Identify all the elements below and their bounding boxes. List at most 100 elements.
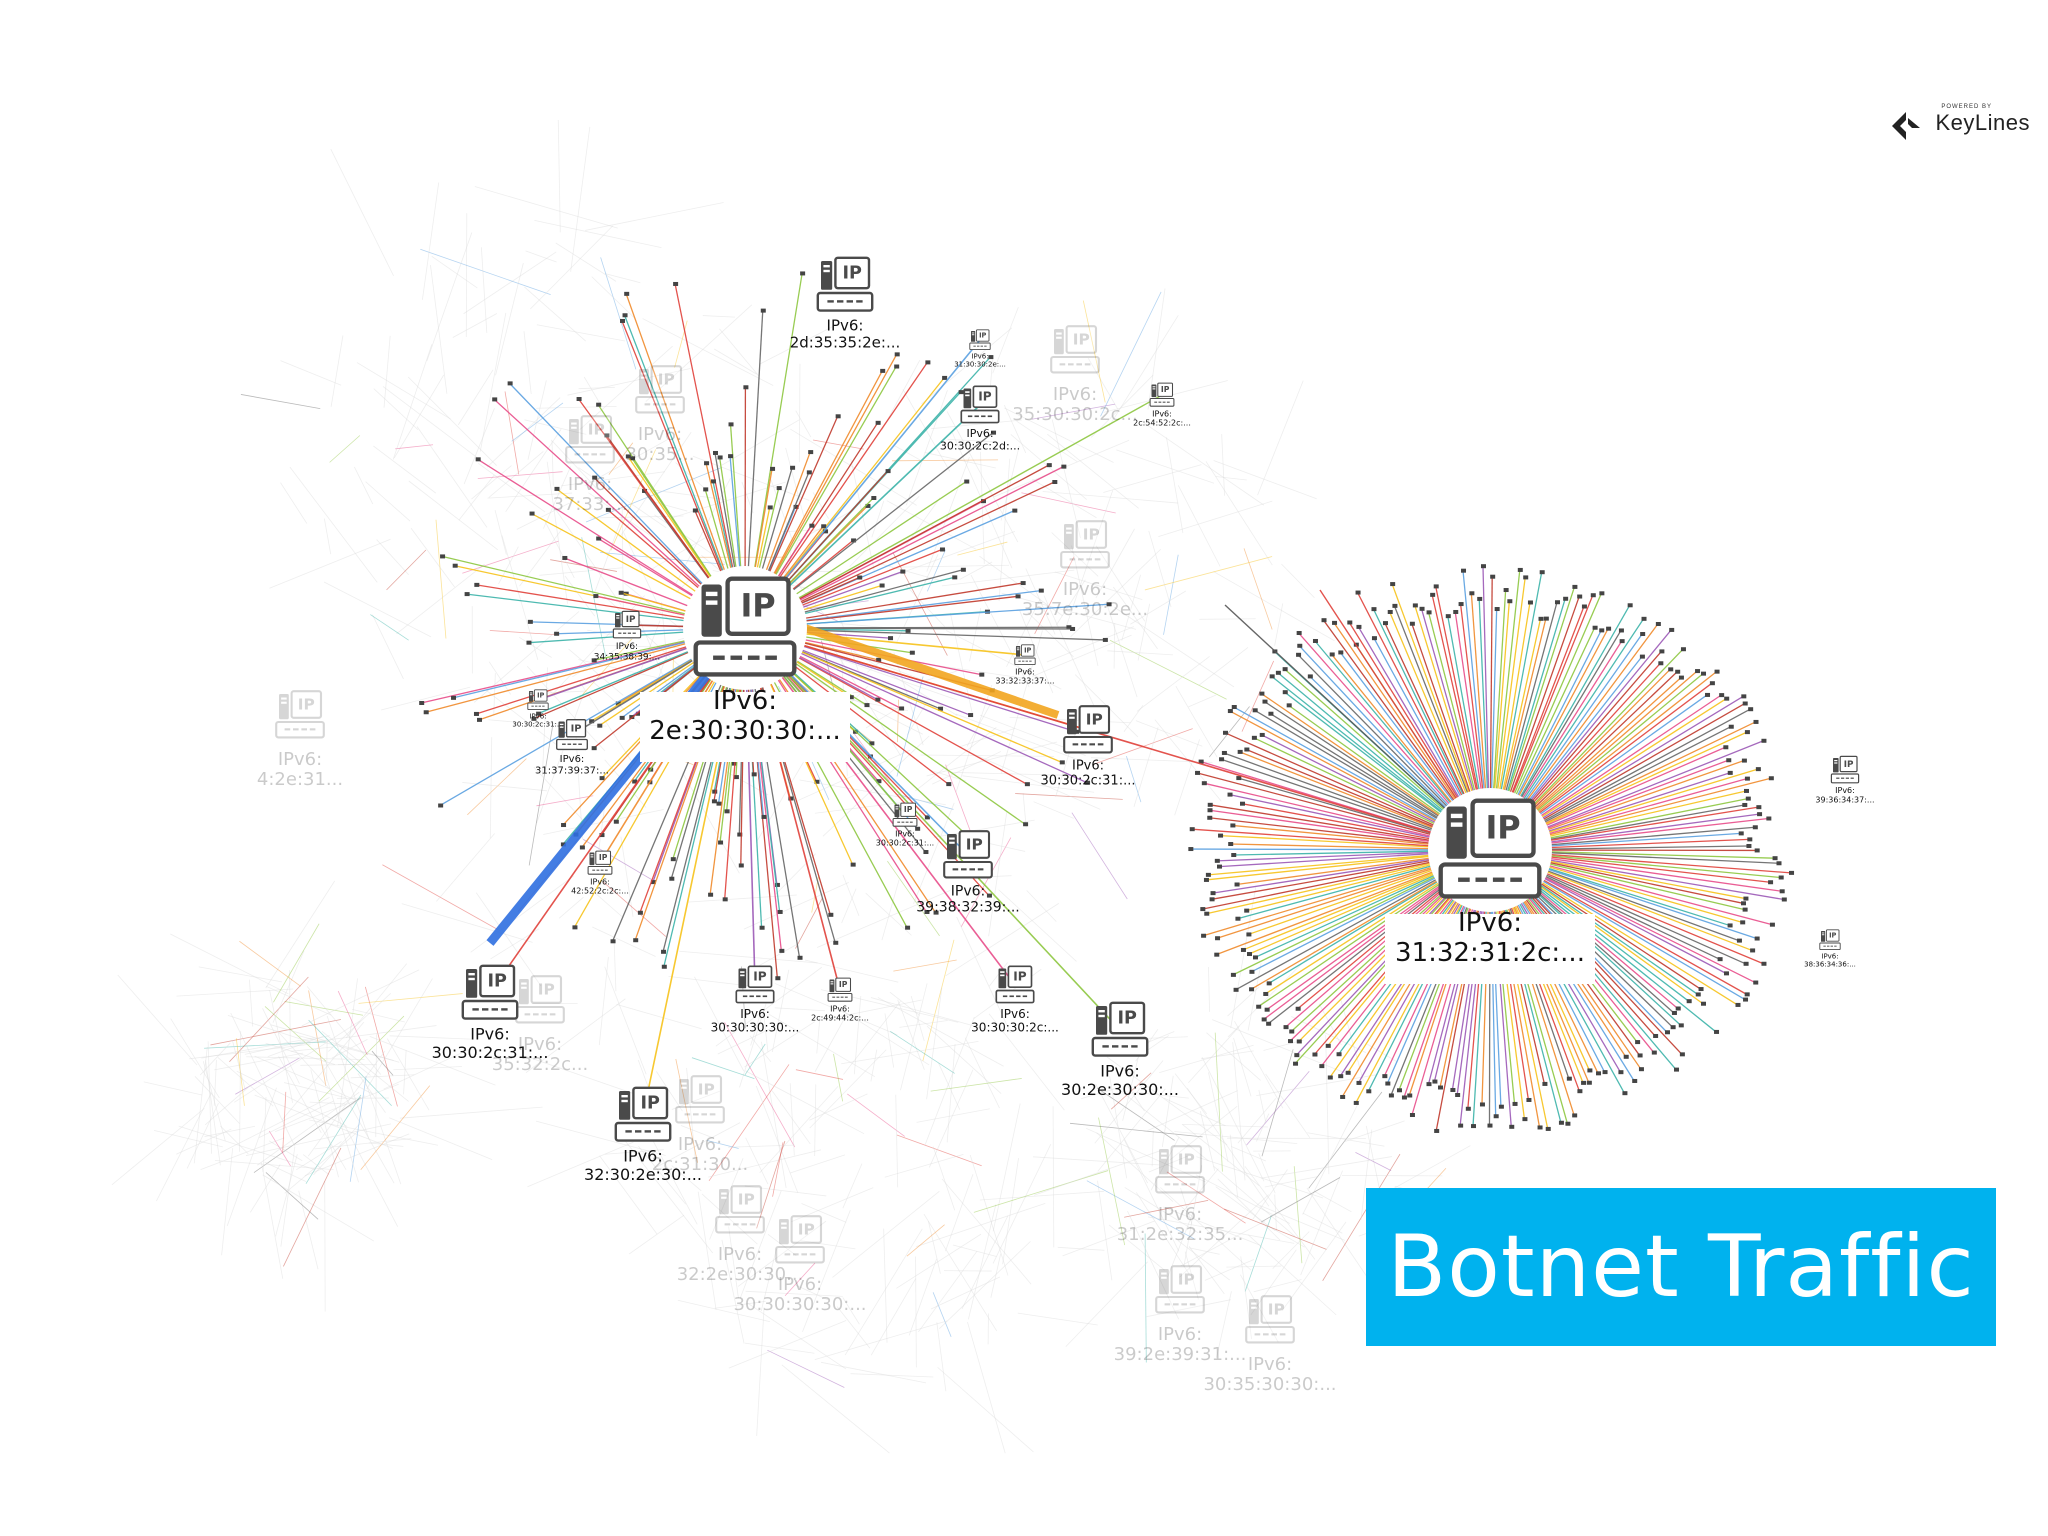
leaf-node[interactable]	[986, 893, 992, 898]
leaf-node[interactable]	[1233, 987, 1239, 992]
leaf-node[interactable]	[979, 672, 985, 677]
leaf-node[interactable]	[593, 594, 599, 599]
leaf-node[interactable]	[1210, 891, 1216, 896]
ip-node[interactable]: IPv6:32:30:2e:30:...	[584, 1086, 702, 1184]
leaf-node[interactable]	[670, 857, 676, 862]
leaf-node[interactable]	[988, 355, 994, 360]
leaf-node[interactable]	[809, 523, 815, 528]
leaf-node[interactable]	[1046, 463, 1052, 468]
leaf-node[interactable]	[1618, 628, 1624, 633]
leaf-node[interactable]	[596, 402, 602, 407]
leaf-node[interactable]	[1768, 880, 1774, 885]
leaf-node[interactable]	[1244, 747, 1250, 752]
leaf-node[interactable]	[1204, 911, 1210, 916]
leaf-node[interactable]	[835, 414, 841, 419]
leaf-node[interactable]	[1321, 618, 1327, 623]
leaf-node[interactable]	[452, 563, 458, 568]
leaf-node[interactable]	[1678, 675, 1684, 680]
leaf-node[interactable]	[1678, 1023, 1684, 1028]
leaf-node[interactable]	[650, 880, 656, 885]
hub-ip-node[interactable]: IPv6:2e:30:30:30:...	[640, 566, 850, 762]
leaf-node[interactable]	[1572, 584, 1578, 589]
leaf-node[interactable]	[624, 291, 630, 296]
ip-node[interactable]: IPv6:34:35:38:39:...	[594, 610, 661, 663]
leaf-node[interactable]	[1695, 992, 1701, 997]
leaf-node[interactable]	[1268, 711, 1274, 716]
leaf-node[interactable]	[1735, 1002, 1741, 1007]
leaf-node[interactable]	[875, 420, 881, 425]
leaf-node[interactable]	[924, 815, 930, 820]
leaf-node[interactable]	[1674, 1067, 1680, 1072]
leaf-node[interactable]	[492, 397, 498, 402]
faded-ip-node[interactable]: IPv6:35:30:30:2c...	[1012, 325, 1138, 425]
leaf-node[interactable]	[1052, 480, 1058, 485]
leaf-node[interactable]	[1458, 1123, 1464, 1128]
leaf-node[interactable]	[761, 814, 767, 819]
leaf-node[interactable]	[900, 569, 906, 574]
leaf-node[interactable]	[1740, 920, 1746, 925]
leaf-node[interactable]	[1469, 591, 1475, 596]
leaf-node[interactable]	[1214, 952, 1220, 957]
leaf-node[interactable]	[716, 801, 722, 806]
leaf-node[interactable]	[1623, 1054, 1629, 1059]
leaf-node[interactable]	[1388, 1093, 1394, 1098]
leaf-node[interactable]	[1714, 1029, 1720, 1034]
leaf-node[interactable]	[1655, 621, 1661, 626]
leaf-node[interactable]	[1714, 669, 1720, 674]
leaf-node[interactable]	[814, 779, 820, 784]
leaf-node[interactable]	[1638, 1067, 1644, 1072]
faded-ip-node[interactable]: IPv6:30:35:30:30:...	[1203, 1295, 1337, 1395]
leaf-node[interactable]	[1201, 781, 1207, 786]
leaf-node[interactable]	[1577, 594, 1583, 599]
leaf-node[interactable]	[1219, 757, 1225, 762]
leaf-node[interactable]	[777, 909, 783, 914]
leaf-node[interactable]	[737, 832, 743, 837]
leaf-node[interactable]	[711, 799, 717, 804]
leaf-node[interactable]	[625, 454, 631, 459]
ip-node[interactable]: IPv6:30:30:2c:2d:...	[940, 385, 1020, 453]
leaf-node[interactable]	[1371, 636, 1377, 641]
leaf-node[interactable]	[1659, 649, 1665, 654]
leaf-node[interactable]	[894, 352, 900, 357]
leaf-node[interactable]	[637, 910, 643, 915]
ip-node[interactable]: IPv6:2c:54:52:2c:...	[1133, 382, 1191, 428]
leaf-node[interactable]	[1401, 1095, 1407, 1100]
leaf-node[interactable]	[1259, 691, 1265, 696]
leaf-node[interactable]	[964, 479, 970, 484]
leaf-node[interactable]	[1619, 639, 1625, 644]
leaf-node[interactable]	[451, 695, 457, 700]
leaf-node[interactable]	[1412, 603, 1418, 608]
leaf-node[interactable]	[440, 554, 446, 559]
leaf-node[interactable]	[1038, 588, 1044, 593]
leaf-node[interactable]	[905, 925, 911, 930]
leaf-node[interactable]	[1477, 596, 1483, 601]
leaf-node[interactable]	[1296, 1039, 1302, 1044]
leaf-node[interactable]	[1382, 1074, 1388, 1079]
leaf-node[interactable]	[477, 717, 483, 722]
leaf-node[interactable]	[1471, 1124, 1477, 1129]
leaf-node[interactable]	[1756, 805, 1762, 810]
leaf-node[interactable]	[1653, 1033, 1659, 1038]
faded-ip-node[interactable]: IPv6:4:2e:31...	[257, 690, 343, 790]
leaf-node[interactable]	[1743, 788, 1749, 793]
leaf-node[interactable]	[1493, 1114, 1499, 1119]
leaf-node[interactable]	[1434, 1128, 1440, 1133]
leaf-node[interactable]	[1198, 759, 1204, 764]
leaf-node[interactable]	[1188, 847, 1194, 852]
leaf-node[interactable]	[1517, 567, 1523, 572]
leaf-node[interactable]	[1670, 1025, 1676, 1030]
leaf-node[interactable]	[1355, 590, 1361, 595]
faded-ip-node[interactable]: IPv6:30:35...	[625, 365, 695, 465]
leaf-node[interactable]	[728, 454, 734, 459]
leaf-node[interactable]	[1465, 1106, 1471, 1111]
leaf-node[interactable]	[712, 789, 718, 794]
leaf-node[interactable]	[1282, 690, 1288, 695]
leaf-node[interactable]	[946, 782, 952, 787]
leaf-node[interactable]	[1407, 1093, 1413, 1098]
leaf-node[interactable]	[1235, 916, 1241, 921]
leaf-node[interactable]	[1622, 1091, 1628, 1096]
leaf-node[interactable]	[1671, 1010, 1677, 1015]
leaf-node[interactable]	[1742, 907, 1748, 912]
leaf-node[interactable]	[1269, 674, 1275, 679]
leaf-node[interactable]	[1338, 650, 1344, 655]
